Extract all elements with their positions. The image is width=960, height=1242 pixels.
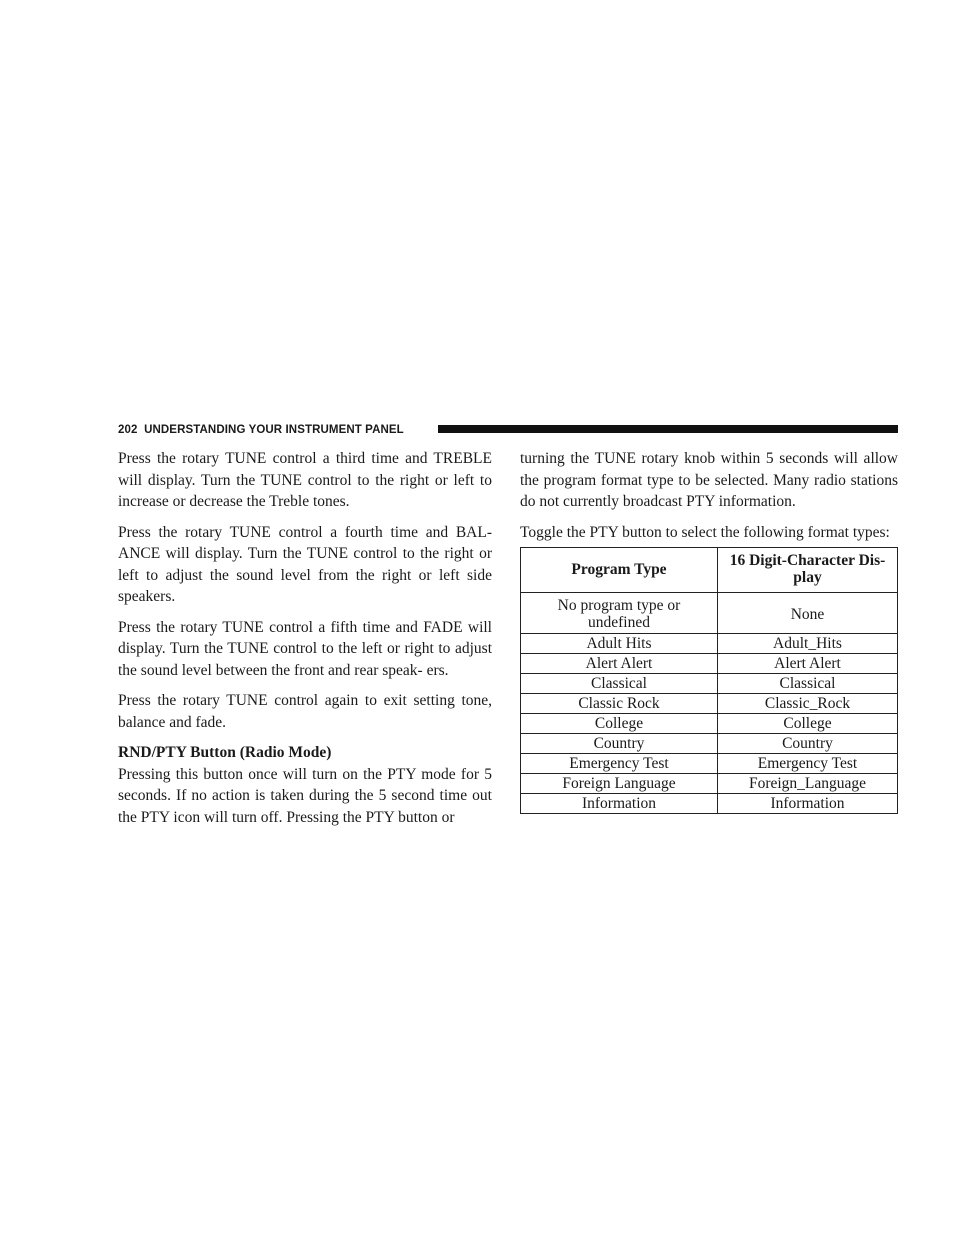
- pty-table: Program Type 16 Digit-Character Dis- pla…: [520, 547, 898, 814]
- program-type-cell: No program type or undefined: [520, 592, 718, 634]
- table-row: Alert Alert Alert Alert: [520, 653, 898, 674]
- table-row: Country Country: [520, 733, 898, 754]
- subheading-rnd-pty: RND/PTY Button (Radio Mode): [118, 744, 332, 761]
- program-type-cell: College: [520, 713, 718, 734]
- table-row: No program type or undefined None: [520, 592, 898, 634]
- display-cell: Information: [717, 793, 898, 814]
- display-cell: Emergency Test: [717, 753, 898, 774]
- program-type-cell: Classic Rock: [520, 693, 718, 714]
- program-type-cell: Information: [520, 793, 718, 814]
- paragraph-balance: Press the rotary TUNE control a fourth t…: [118, 523, 492, 606]
- display-cell: Classic_Rock: [717, 693, 898, 714]
- display-cell: Classical: [717, 673, 898, 694]
- program-type-cell: Emergency Test: [520, 753, 718, 774]
- program-type-cell: Adult Hits: [520, 633, 718, 654]
- program-type-cell: Country: [520, 733, 718, 754]
- paragraph-pty-continued: turning the TUNE rotary knob within 5 se…: [520, 450, 898, 510]
- display-cell: None: [717, 592, 898, 634]
- display-cell: Country: [717, 733, 898, 754]
- table-row: Classic Rock Classic_Rock: [520, 693, 898, 714]
- right-column: turning the TUNE rotary knob within 5 se…: [520, 448, 898, 814]
- table-row: Foreign Language Foreign_Language: [520, 773, 898, 794]
- header-rule: [438, 425, 898, 433]
- display-cell: Foreign_Language: [717, 773, 898, 794]
- header-text: 202 UNDERSTANDING YOUR INSTRUMENT PANEL: [118, 423, 408, 437]
- paragraph-fade: Press the rotary TUNE control a fifth ti…: [118, 618, 492, 679]
- program-type-cell: Alert Alert: [520, 653, 718, 674]
- page-header: 202 UNDERSTANDING YOUR INSTRUMENT PANEL: [118, 423, 898, 437]
- paragraph-treble: Press the rotary TUNE control a third ti…: [118, 450, 492, 510]
- paragraph-toggle-pty: Toggle the PTY button to select the foll…: [520, 523, 890, 541]
- paragraph-pty-mode: Pressing this button once will turn on t…: [118, 765, 492, 826]
- header-display: 16 Digit-Character Dis- play: [717, 547, 898, 593]
- display-cell: Alert Alert: [717, 653, 898, 674]
- left-column: Press the rotary TUNE control a third ti…: [118, 448, 492, 828]
- display-cell: College: [717, 713, 898, 734]
- page-number: 202: [118, 424, 138, 436]
- paragraph-exit: Press the rotary TUNE control again to e…: [118, 692, 492, 731]
- table-row: Emergency Test Emergency Test: [520, 753, 898, 774]
- program-type-cell: Foreign Language: [520, 773, 718, 794]
- display-cell: Adult_Hits: [717, 633, 898, 654]
- table-row: College College: [520, 713, 898, 734]
- table-row: Classical Classical: [520, 673, 898, 694]
- table-header-row: Program Type 16 Digit-Character Dis- pla…: [520, 547, 898, 593]
- table-row: Information Information: [520, 793, 898, 814]
- section-title: UNDERSTANDING YOUR INSTRUMENT PANEL: [144, 424, 404, 436]
- table-row: Adult Hits Adult_Hits: [520, 633, 898, 654]
- program-type-cell: Classical: [520, 673, 718, 694]
- header-program-type: Program Type: [520, 547, 718, 593]
